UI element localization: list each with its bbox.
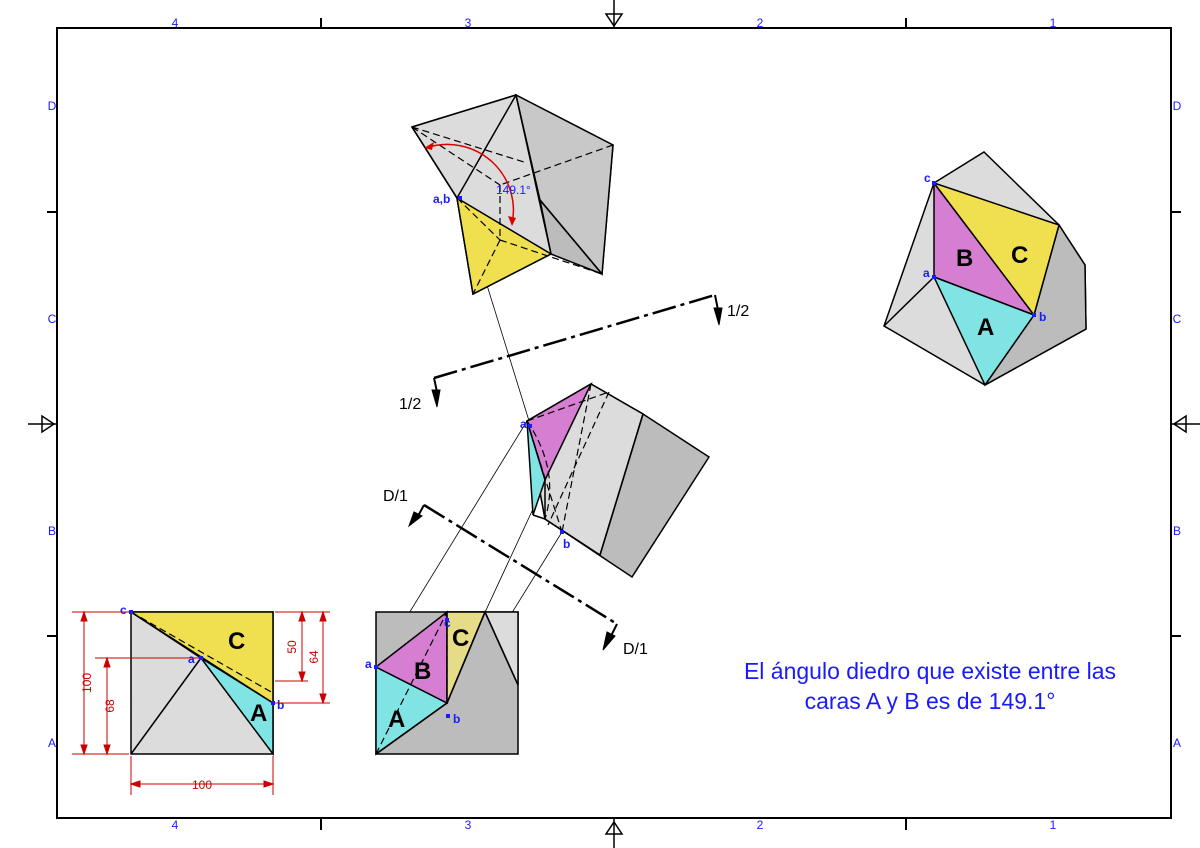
iso-face-b: B [956, 245, 973, 272]
right-zone-d: D [1173, 99, 1182, 113]
centering-marks [28, 0, 1200, 848]
top-view-face-c: C [228, 628, 245, 655]
zone-labels: 4 3 2 1 4 3 2 1 D C B A D C B A [48, 16, 1182, 832]
bottom-zone-3: 3 [465, 818, 472, 832]
isometric-view [883, 151, 1087, 387]
right-zone-b: B [1173, 524, 1181, 538]
top-view-point-b: b [277, 698, 284, 712]
auxiliary-view-2 [410, 93, 614, 296]
iso-face-a: A [977, 314, 994, 341]
conclusion-line-1: El ángulo diedro que existe entre las [744, 658, 1116, 684]
front-view-labels: a c b B A C [365, 616, 469, 733]
front-view [374, 610, 519, 756]
aux-1-point-a: a [520, 417, 527, 431]
auxiliary-view-1 [526, 382, 711, 579]
top-zone-4: 4 [172, 16, 179, 30]
dimension-50: 50 [285, 640, 299, 654]
left-zone-d: D [48, 99, 57, 113]
conclusion: El ángulo diedro que existe entre las ca… [744, 658, 1116, 714]
cutting-plane-d-1 [407, 503, 618, 651]
dihedral-angle-arc [424, 142, 516, 226]
front-view-face-c: C [452, 625, 469, 652]
top-view: c a b C A [120, 603, 284, 757]
right-zone-a: A [1173, 736, 1181, 750]
dimension-64: 64 [307, 650, 321, 664]
cut-label-d-1-left: D/1 [383, 488, 408, 505]
cut-label-d-1-right: D/1 [623, 641, 648, 658]
front-view-point-c: c [444, 616, 451, 630]
bottom-zone-4: 4 [172, 818, 179, 832]
iso-point-a: a [923, 266, 930, 280]
iso-face-c: C [1011, 242, 1028, 269]
iso-point-b: b [1039, 310, 1046, 324]
aux-1-point-b: b [563, 537, 570, 551]
top-zone-3: 3 [465, 16, 472, 30]
front-view-face-a: A [388, 706, 405, 733]
top-zone-1: 1 [1050, 16, 1057, 30]
left-zone-c: C [48, 312, 57, 326]
front-view-face-b: B [414, 658, 431, 685]
bottom-zone-2: 2 [757, 818, 764, 832]
aux-2-point-ab: a,b [433, 192, 450, 206]
dimension-values: 100 68 50 64 100 [80, 640, 321, 792]
top-view-point-c: c [120, 603, 127, 617]
iso-point-c: c [924, 171, 931, 185]
top-view-point-a: a [188, 652, 195, 666]
dihedral-angle-label: 149.1° [496, 183, 531, 197]
dimension-width-100: 100 [192, 778, 212, 792]
left-zone-a: A [48, 736, 56, 750]
top-view-face-a: A [250, 700, 267, 727]
dimension-height-100: 100 [80, 673, 94, 693]
cutting-plane-1-2 [431, 293, 723, 408]
dimension-height-68: 68 [103, 699, 117, 713]
left-zone-b: B [48, 524, 56, 538]
cut-label-1-2-left: 1/2 [399, 396, 421, 413]
top-zone-2: 2 [757, 16, 764, 30]
auxiliary-view-2-labels: a,b 149.1° [433, 183, 531, 206]
auxiliary-view-1-labels: a b [520, 417, 570, 551]
front-view-point-b: b [453, 712, 460, 726]
conclusion-line-2: caras A y B es de 149.1° [805, 688, 1056, 714]
isometric-view-labels: c a b B C A [923, 171, 1046, 341]
right-zone-c: C [1173, 312, 1182, 326]
dimensions [72, 610, 330, 795]
front-view-point-a: a [365, 657, 372, 671]
cut-label-1-2-right: 1/2 [727, 303, 749, 320]
bottom-zone-1: 1 [1050, 818, 1057, 832]
